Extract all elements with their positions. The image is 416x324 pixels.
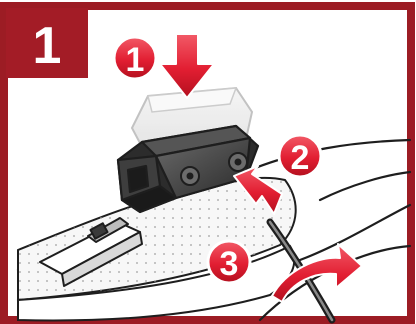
callout-3-label: 3: [220, 245, 239, 283]
mount-screw-left: [181, 167, 199, 185]
callout-2-label: 2: [291, 139, 310, 177]
callout-1: 1: [114, 37, 156, 79]
mount-screw-right: [229, 153, 247, 171]
step-badge: 1: [6, 8, 88, 78]
step-number: 1: [33, 17, 62, 75]
callout-1-label: 1: [126, 41, 145, 79]
callout-3: 3: [208, 241, 250, 283]
callout-2: 2: [279, 135, 321, 177]
